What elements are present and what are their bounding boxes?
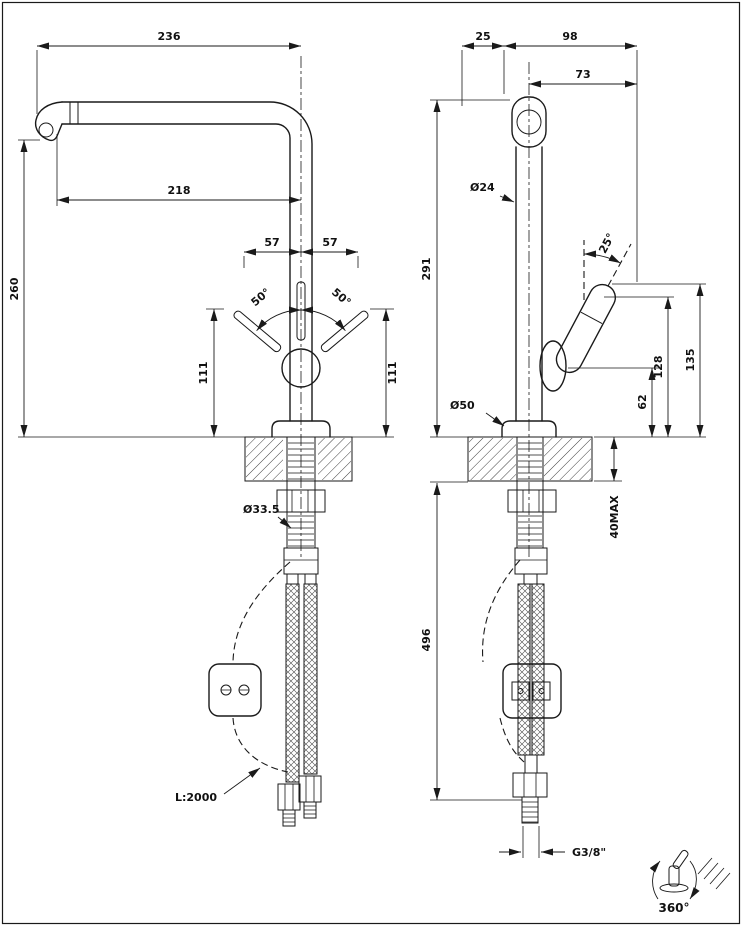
dim-base-dia: Ø50: [450, 399, 475, 412]
dim-260: 260: [8, 277, 21, 300]
side-deck: [467, 436, 593, 482]
dim-98: 98: [562, 30, 577, 43]
hatch-marks: [697, 857, 731, 890]
dim-135: 135: [684, 349, 697, 372]
tap-body: [668, 865, 680, 887]
supply-hose-left: [285, 583, 300, 783]
dim-360: 360°: [658, 901, 689, 915]
tap-base: [659, 883, 689, 893]
dim-111-right: 111: [386, 362, 399, 385]
base-flange: [271, 420, 331, 438]
dim-shank-dia: Ø33.5: [243, 503, 280, 516]
handle-housing: [539, 340, 567, 392]
hose-fitting-right: [298, 775, 322, 819]
side-view: 25 98 73 Ø24 291 25° 62 128 135 Ø50: [420, 30, 706, 859]
dim-291: 291: [420, 258, 433, 281]
spray-head-seams: [69, 102, 79, 124]
rotate-arrow-right: [689, 860, 700, 900]
rotation-icon: 360°: [649, 849, 731, 915]
spray-head-side: [511, 96, 547, 148]
front-dimensions: 236 218 260 57 57 50° 50° 111 111 Ø33.5: [8, 30, 399, 804]
outlet-fitting: [512, 754, 548, 824]
dim-hose-length: L:2000: [175, 791, 217, 804]
supply-hose-right: [303, 583, 318, 775]
tap-lever: [672, 849, 689, 869]
dim-body-dia: Ø24: [470, 181, 495, 194]
rotate-arrow-left: [649, 860, 661, 900]
front-under-deck: [208, 437, 326, 827]
dim-62: 62: [636, 394, 649, 409]
shank: [286, 437, 316, 548]
dim-236: 236: [158, 30, 181, 43]
dim-25: 25: [475, 30, 490, 43]
hose-weight-side: [502, 663, 562, 719]
shank-threads: [288, 442, 314, 547]
hose-fitting-left: [277, 783, 301, 827]
dim-57-right: 57: [322, 236, 337, 249]
dim-218: 218: [168, 184, 191, 197]
dim-128: 128: [652, 356, 665, 379]
front-deck: [244, 436, 353, 482]
dim-thread: G3/8": [572, 846, 606, 859]
front-view: 236 218 260 57 57 50° 50° 111 111 Ø33.5: [8, 30, 399, 827]
dim-111-left: 111: [197, 362, 210, 385]
connector-block: [283, 547, 319, 575]
front-faucet-body: [34, 101, 369, 438]
dim-496: 496: [420, 628, 433, 651]
side-under-deck: [482, 437, 562, 824]
spray-head-ring: [516, 109, 542, 135]
dim-40max: 40MAX: [608, 495, 621, 539]
mounting-nut: [276, 489, 326, 513]
aerator: [38, 122, 54, 138]
pullout-hose-curve: [232, 561, 291, 663]
hose-weight: [208, 663, 262, 717]
dim-57-left: 57: [264, 236, 279, 249]
handle-pivot-ball: [281, 348, 321, 388]
dim-73: 73: [575, 68, 590, 81]
